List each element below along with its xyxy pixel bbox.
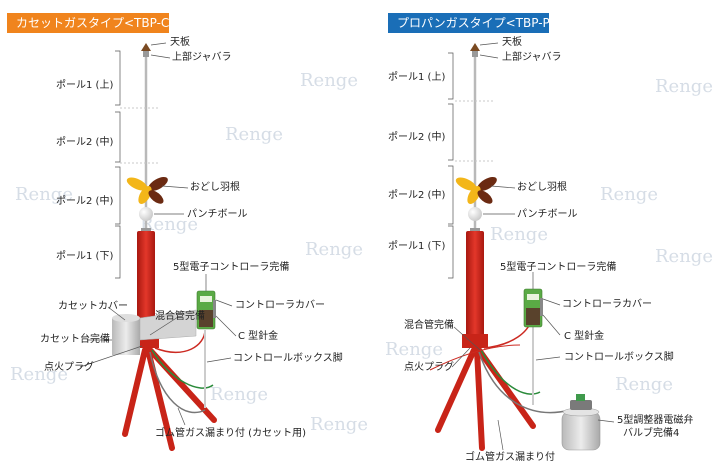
upper-bellows — [472, 51, 478, 57]
watermark: Renge — [10, 364, 68, 385]
watermark: Renge — [655, 246, 713, 267]
rubber-hose — [478, 351, 571, 414]
label-box-leg: コントロールボックス脚 — [233, 353, 343, 364]
label-pole-1-upper: ポール1 (上) — [388, 72, 446, 83]
label-cassette-base: カセット台完備 — [40, 334, 110, 345]
punch-ball — [468, 207, 482, 221]
label-controller-cover: コントローラカバー — [235, 300, 325, 311]
label-box-leg: コントロールボックス脚 — [564, 352, 674, 363]
watermark: Renge — [385, 339, 443, 360]
label-controller: 5型電子コントローラ完備 — [173, 262, 290, 273]
wire — [151, 349, 214, 389]
watermark: Renge — [490, 224, 548, 245]
scare-blades — [126, 177, 168, 205]
watermark: Renge — [305, 239, 363, 260]
scare-blades — [455, 177, 497, 205]
label-controller: 5型電子コントローラ完備 — [500, 262, 617, 273]
label-cassette-cover: カセットカバー — [58, 301, 128, 312]
label-mixing-pipe: 混合管完備 — [404, 320, 454, 331]
right-unit — [429, 43, 601, 451]
watermark: Renge — [615, 374, 673, 395]
label-upper-bellows: 上部ジャバラ — [502, 52, 562, 63]
label-upper-bellows: 上部ジャバラ — [172, 52, 232, 63]
label-ignition-plug: 点火プラグ — [44, 362, 94, 373]
label-rubber-hose: ゴム管ガス漏まり付 (カセット用) — [155, 428, 306, 439]
label-punch-ball: パンチボール — [187, 209, 248, 220]
label-pole-1-lower: ポール1 (下) — [56, 251, 114, 262]
propane-tank — [561, 394, 601, 451]
label-ignition-plug: 点火プラグ — [404, 362, 454, 373]
right-panel-header: プロパンガスタイプ<TBP-P2> — [388, 13, 567, 33]
top-plate — [141, 43, 151, 51]
label-scare-blades: おどし羽根 — [517, 182, 567, 193]
left-panel-header: カセットガスタイプ<TBP-C2> — [7, 13, 187, 33]
controller-box — [196, 290, 216, 330]
wire — [483, 322, 531, 349]
mixing-pipe — [462, 334, 488, 348]
watermark: Renge — [300, 70, 358, 91]
controller-box — [523, 288, 543, 328]
label-pole-2-mid: ポール2 (中) — [388, 132, 446, 143]
label-c-hook: C 型針金 — [564, 331, 605, 342]
label-scare-blades: おどし羽根 — [190, 182, 240, 193]
label-c-hook: C 型針金 — [238, 331, 279, 342]
wire — [480, 349, 541, 395]
label-pole-1-upper: ポール1 (上) — [56, 80, 114, 91]
label-controller-cover: コントローラカバー — [562, 299, 652, 310]
label-regulator: 5型調整器電磁弁 — [617, 415, 694, 426]
label-top-plate: 天板 — [502, 37, 522, 48]
watermark: Renge — [140, 214, 198, 235]
upper-bellows — [143, 51, 149, 57]
label-pole-1-lower: ポール1 (下) — [388, 241, 446, 252]
wire — [429, 344, 521, 371]
label-rubber-hose: ゴム管ガス漏まり付 — [465, 452, 555, 463]
label-regulator-valve: バルブ完備4 — [623, 428, 680, 439]
watermark-group: Renge Renge Renge Renge Renge Renge Reng… — [10, 70, 713, 435]
label-pole-2-mid: ポール2 (中) — [388, 190, 446, 201]
punch-ball — [139, 207, 153, 221]
right-leader-lines — [448, 42, 615, 451]
left-unit — [112, 43, 217, 451]
left-leader-lines — [79, 42, 237, 426]
rubber-hose — [149, 351, 206, 414]
label-punch-ball: パンチボール — [517, 209, 578, 220]
top-plate — [470, 43, 480, 51]
watermark: Renge — [210, 384, 268, 405]
label-pole-2-mid: ポール2 (中) — [56, 196, 114, 207]
watermark: Renge — [225, 124, 283, 145]
watermark: Renge — [310, 414, 368, 435]
label-mixing-pipe: 混合管完備 — [155, 311, 205, 322]
watermark: Renge — [600, 184, 658, 205]
main-pipe — [466, 231, 484, 345]
watermark: Renge — [15, 184, 73, 205]
label-pole-2-mid: ポール2 (中) — [56, 137, 114, 148]
watermark: Renge — [655, 76, 713, 97]
label-top-plate: 天板 — [170, 37, 190, 48]
